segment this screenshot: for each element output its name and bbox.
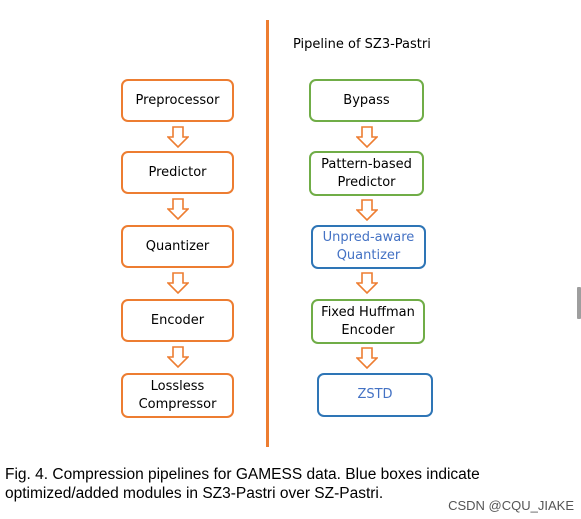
fixed-huffman-encoder-box: Fixed Huffman Encoder bbox=[311, 299, 425, 344]
edge-scroll-handle[interactable] bbox=[577, 287, 581, 319]
down-arrow-icon bbox=[356, 272, 378, 294]
quantizer-box: Quantizer bbox=[121, 225, 234, 268]
down-arrow-icon bbox=[356, 199, 378, 221]
down-arrow-icon bbox=[167, 198, 189, 220]
watermark: CSDN @CQU_JIAKE bbox=[448, 498, 574, 513]
pattern-based-predictor-box: Pattern-based Predictor bbox=[309, 151, 424, 196]
preprocessor-box: Preprocessor bbox=[121, 79, 234, 122]
right-pipeline-title: Pipeline of SZ3-Pastri bbox=[293, 37, 431, 52]
encoder-box: Encoder bbox=[121, 299, 234, 342]
bypass-box: Bypass bbox=[309, 79, 424, 122]
pipeline-divider bbox=[266, 20, 269, 447]
unpred-aware-quantizer-box: Unpred-aware Quantizer bbox=[311, 225, 426, 269]
down-arrow-icon bbox=[167, 346, 189, 368]
lossless-compressor-box: Lossless Compressor bbox=[121, 373, 234, 418]
down-arrow-icon bbox=[356, 347, 378, 369]
zstd-box: ZSTD bbox=[317, 373, 433, 417]
down-arrow-icon bbox=[167, 126, 189, 148]
down-arrow-icon bbox=[167, 272, 189, 294]
predictor-box: Predictor bbox=[121, 151, 234, 194]
down-arrow-icon bbox=[356, 126, 378, 148]
figure-caption: Fig. 4. Compression pipelines for GAMESS… bbox=[5, 466, 480, 502]
